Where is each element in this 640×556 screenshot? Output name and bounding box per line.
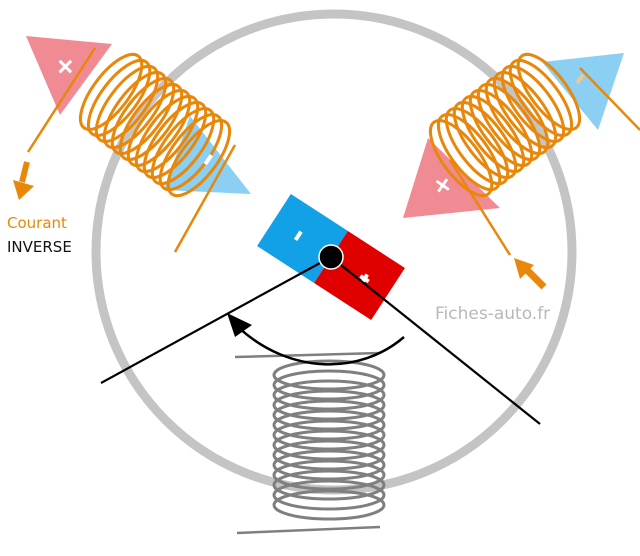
coil-turn [272, 389, 386, 421]
current-state-label: INVERSE [7, 238, 72, 256]
coil-turn [272, 369, 386, 401]
field-triangle-positive-top-right [403, 138, 500, 218]
rotor-sign-minus [293, 230, 303, 242]
rotor-pivot [318, 244, 344, 270]
coil-turn [166, 119, 232, 198]
coil-turn [78, 52, 144, 131]
coil-turn [272, 379, 386, 411]
coil-turn [492, 70, 558, 150]
field-triangle-negative-top-left [164, 116, 251, 194]
coil-turn [134, 94, 200, 174]
coil-turn [118, 82, 184, 162]
coil-turn [272, 409, 386, 441]
coil-turn [272, 429, 386, 461]
coil-top-left [26, 47, 237, 253]
coil-lead-wire [173, 144, 237, 253]
field-sign-minus-top-left [203, 153, 214, 166]
coil-turn [428, 119, 494, 198]
coil-lead-wire [448, 159, 512, 256]
watermark: Fiches-auto.fr [435, 304, 551, 324]
coil-top-right [428, 52, 640, 256]
coil-turn [460, 94, 526, 174]
coil-turn [444, 107, 510, 186]
coil-turn [142, 100, 208, 180]
coil-turn [150, 107, 216, 186]
coil-turn [272, 419, 386, 451]
coil-lead-wire [236, 525, 381, 535]
coil-lead-wire [579, 67, 640, 131]
coil-turn [272, 439, 386, 471]
coil-turn [476, 82, 542, 162]
coil-turn [500, 64, 566, 143]
coil-turn [272, 449, 386, 481]
coil-turn [86, 58, 152, 137]
coil-turn [272, 469, 386, 501]
rotation-arrowhead [227, 313, 252, 337]
current-arrow-right [514, 258, 547, 290]
coil-turn [272, 359, 386, 391]
rotation-arc [237, 326, 405, 366]
coil-turn [484, 76, 550, 156]
coil-turn [110, 76, 176, 156]
coil-turn [272, 489, 386, 521]
coil-turn [94, 64, 160, 143]
field-triangle-negative-top-right [542, 53, 624, 130]
coil-turn [508, 58, 574, 137]
angle-line-left [100, 256, 332, 384]
angle-line-right [330, 256, 541, 425]
coil-lead-wire [26, 47, 97, 153]
current-arrow-left [13, 161, 34, 200]
coil-turn [272, 459, 386, 491]
coil-turn [516, 52, 582, 131]
coil-bottom [234, 351, 386, 535]
current-label: Courant [7, 214, 67, 232]
coil-turn [126, 88, 192, 168]
field-sign-minus-top-right [575, 73, 585, 85]
coil-turn [436, 113, 502, 192]
coil-turn [102, 70, 168, 150]
coil-turn [468, 88, 534, 168]
coil-lead-wire [234, 351, 381, 359]
coil-turn [272, 479, 386, 511]
coil-turn [272, 399, 386, 431]
coil-turn [452, 100, 518, 180]
